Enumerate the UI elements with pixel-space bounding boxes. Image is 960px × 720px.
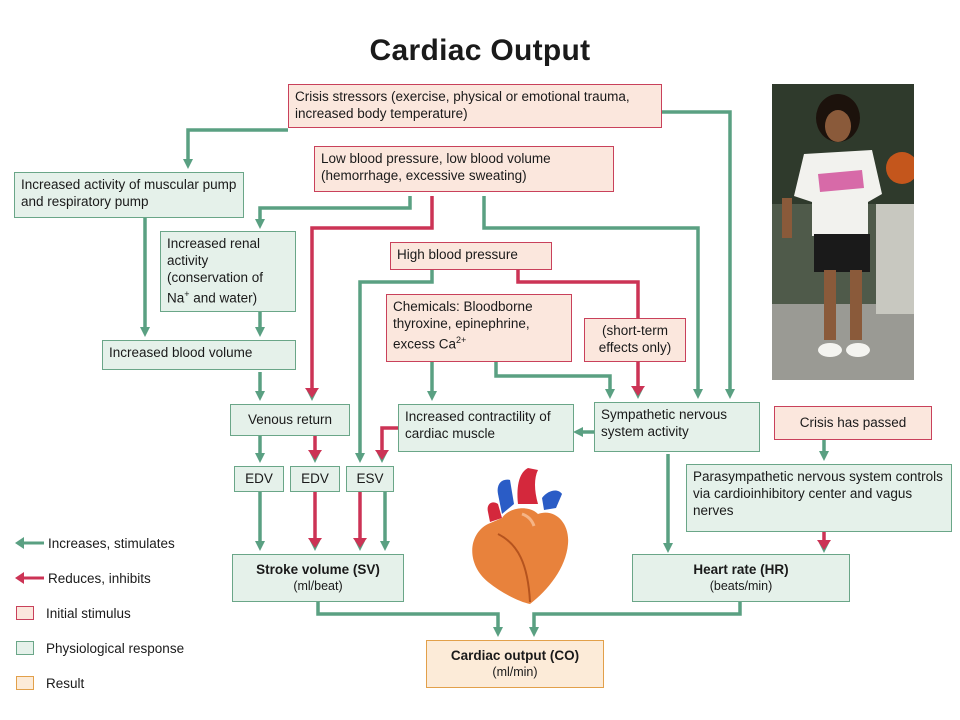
node-sympathetic: Sympathetic nervous system activity: [594, 402, 760, 452]
stroke-volume-text: Stroke volume (SV): [256, 562, 380, 577]
initial-swatch: [16, 606, 34, 620]
node-contractility: Increased contractility of cardiac muscl…: [398, 404, 574, 452]
red-arrow-icon: [15, 572, 44, 584]
crisis-passed-text: Crisis has passed: [799, 415, 907, 430]
node-edv-1: EDV: [234, 466, 284, 492]
arrow-highbp-to-esv: [355, 270, 434, 463]
esv-text: ESV: [356, 471, 384, 486]
renal-water-text: and water): [189, 290, 258, 306]
renal-plus-superscript: +: [184, 289, 190, 299]
renal-text: Increased renal activity (conservation o…: [167, 236, 264, 285]
legend-physio: Physiological response: [14, 638, 184, 658]
chemicals-text: Chemicals: Bloodborne thyroxine, epineph…: [393, 299, 533, 352]
node-chemicals: Chemicals: Bloodborne thyroxine, epineph…: [386, 294, 572, 362]
blood-volume-text: Increased blood volume: [109, 345, 253, 360]
node-muscular-pump: Increased activity of muscular pump and …: [14, 172, 244, 218]
node-low-blood-pressure: Low blood pressure, low blood volume (he…: [314, 146, 614, 192]
heart-rate-unit: (beats/min): [709, 579, 773, 593]
heart-rate-text: Heart rate (HR): [693, 562, 789, 577]
node-esv: ESV: [346, 466, 394, 492]
muscular-pump-text: Increased activity of muscular pump and …: [21, 177, 237, 209]
crisis-stressors-text: Crisis stressors (exercise, physical or …: [295, 89, 630, 121]
legend-result: Result: [14, 673, 84, 693]
arrow-crisis-to-pump: [183, 128, 288, 169]
node-renal-activity: Increased renal activity (conservation o…: [160, 231, 296, 312]
contractility-text: Increased contractility of cardiac muscl…: [405, 409, 551, 441]
page-title: Cardiac Output: [369, 34, 591, 67]
basketball-player-photo: [772, 84, 914, 380]
cardiac-output-unit: (ml/min): [492, 665, 538, 679]
legend-reduces-label: Reduces, inhibits: [48, 570, 151, 586]
node-heart-rate: Heart rate (HR) (beats/min): [632, 554, 850, 602]
legend-initial-label: Initial stimulus: [46, 605, 131, 621]
arrow-lowbp-to-venous: [307, 196, 434, 401]
node-parasympathetic: Parasympathetic nervous system controls …: [686, 464, 952, 532]
high-bp-text: High blood pressure: [397, 247, 518, 262]
arrow-lowbp-to-sympathetic: [482, 196, 703, 399]
legend-increases: Increases, stimulates: [14, 533, 175, 553]
cardiac-output-text: Cardiac output (CO): [450, 648, 580, 663]
short-term-text: (short-term effects only): [598, 323, 672, 355]
physio-swatch: [16, 641, 34, 655]
legend-reduces: Reduces, inhibits: [14, 568, 151, 588]
node-edv-2: EDV: [290, 466, 340, 492]
legend-initial: Initial stimulus: [14, 603, 131, 623]
result-swatch: [16, 676, 34, 690]
node-cardiac-output: Cardiac output (CO) (ml/min): [426, 640, 604, 688]
arrow-chemicals-to-sympathetic: [494, 362, 615, 399]
green-arrow-icon: [15, 537, 44, 549]
legend-result-label: Result: [46, 675, 85, 691]
node-high-blood-pressure: High blood pressure: [390, 242, 552, 270]
heart-illustration: [472, 468, 569, 604]
sympathetic-text: Sympathetic nervous system activity: [601, 407, 728, 439]
node-venous-return: Venous return: [230, 404, 350, 436]
node-crisis-stressors: Crisis stressors (exercise, physical or …: [288, 84, 662, 128]
arrow-lowbp-to-renal: [255, 196, 412, 229]
parasympathetic-text: Parasympathetic nervous system controls …: [693, 469, 943, 518]
node-blood-volume: Increased blood volume: [102, 340, 296, 370]
stroke-volume-unit: (ml/beat): [293, 579, 343, 593]
node-crisis-passed: Crisis has passed: [774, 406, 932, 440]
chemicals-superscript: 2+: [456, 335, 467, 345]
edv-2-text: EDV: [301, 471, 329, 486]
legend-increases-label: Increases, stimulates: [48, 535, 175, 551]
node-stroke-volume: Stroke volume (SV) (ml/beat): [232, 554, 404, 602]
edv-1-text: EDV: [245, 471, 273, 486]
node-short-term: (short-term effects only): [584, 318, 686, 362]
arrow-sv-to-co: [316, 602, 503, 637]
legend-physio-label: Physiological response: [46, 640, 185, 656]
venous-return-text: Venous return: [247, 412, 333, 427]
arrow-contractility-to-esv: [377, 426, 398, 463]
arrow-hr-to-co: [529, 602, 742, 637]
arrow-crisis-to-sympathetic: [662, 110, 735, 399]
low-bp-text: Low blood pressure, low blood volume (he…: [321, 151, 551, 183]
renal-na-text: Na: [167, 290, 185, 306]
